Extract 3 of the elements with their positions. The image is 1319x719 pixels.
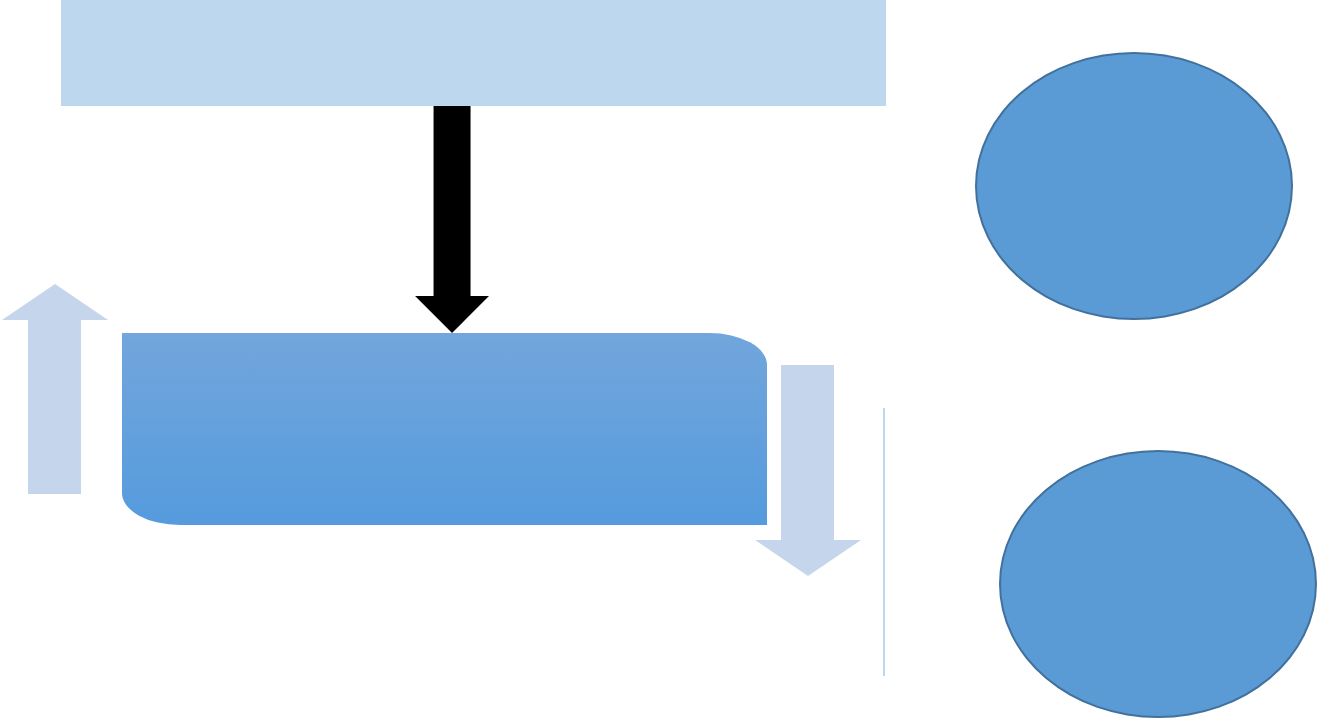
block-arrow <box>415 106 490 333</box>
rounded-box <box>122 333 767 525</box>
banner-bar <box>61 0 886 106</box>
